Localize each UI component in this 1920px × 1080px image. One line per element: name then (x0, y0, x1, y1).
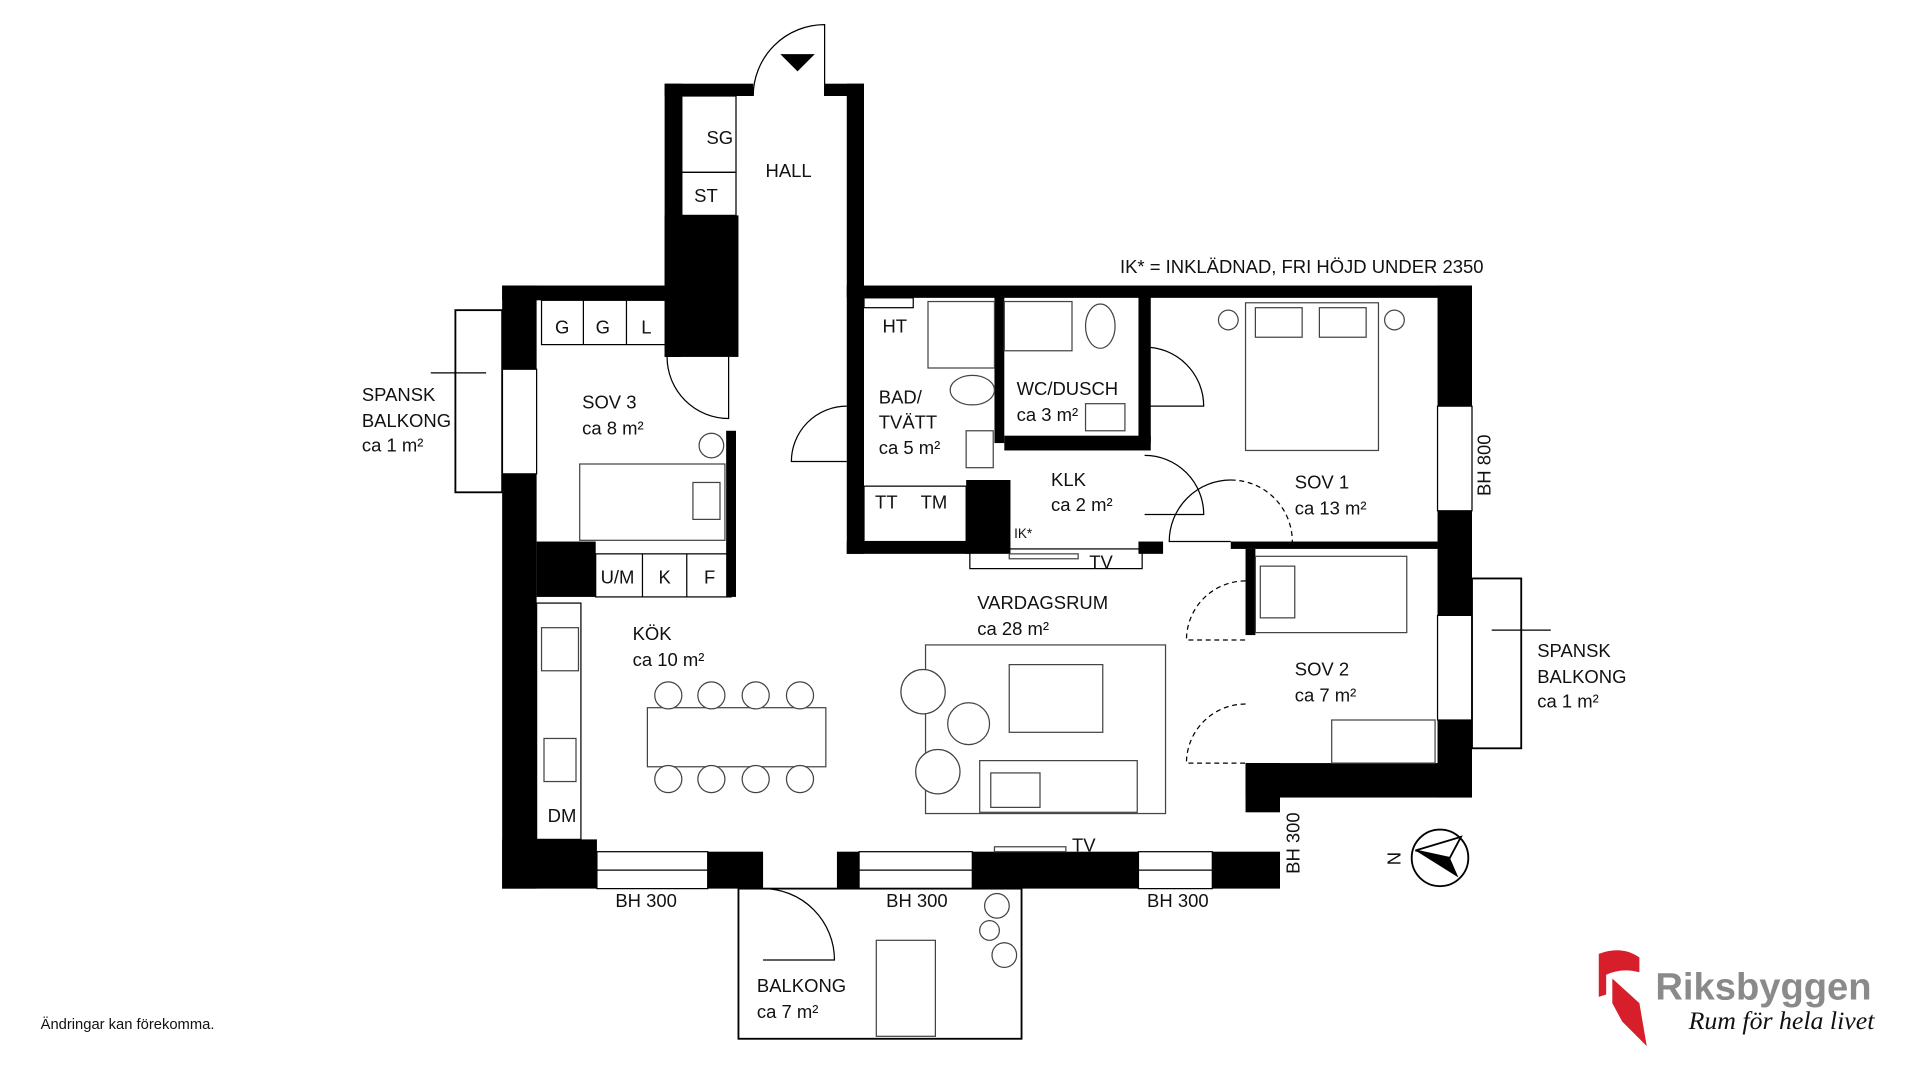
entrance-arrow-icon (780, 54, 815, 72)
area-sov2: ca 7 m² (1295, 685, 1357, 706)
label-sg: SG (706, 127, 733, 148)
label-klk: KLK (1051, 469, 1087, 490)
footer-disclaimer: Ändringar kan förekomma. (41, 1016, 215, 1033)
area-wc: ca 3 m² (1017, 404, 1079, 425)
label-tv2: TV (1072, 835, 1096, 856)
label-bh300-c: BH 300 (1147, 890, 1209, 911)
label-vardagsrum: VARDAGSRUM (977, 592, 1108, 613)
label-bh300-a: BH 300 (615, 890, 677, 911)
area-bad: ca 5 m² (879, 437, 941, 458)
label-st: ST (694, 185, 718, 206)
label-k: K (658, 566, 671, 587)
label-ht: HT (882, 315, 907, 336)
label-tm: TM (921, 491, 948, 512)
label-ik: IK* (1014, 526, 1033, 541)
area-kok: ca 10 m² (633, 649, 705, 670)
ik-note: IK* = INKLÄDNAD, FRI HÖJD UNDER 2350 (1120, 256, 1484, 277)
doors (666, 23, 1293, 961)
label-bh800: BH 800 (1473, 434, 1494, 496)
label-spansk-right-2: BALKONG (1537, 666, 1626, 687)
label-kok: KÖK (633, 623, 673, 644)
label-spansk-left-1: SPANSK (362, 384, 436, 405)
label-tt: TT (875, 491, 898, 512)
label-sov2: SOV 2 (1295, 659, 1349, 680)
dining-chairs (654, 681, 815, 794)
label-bad-1: BAD/ (879, 387, 923, 408)
label-bh300-b: BH 300 (886, 890, 948, 911)
walls (502, 83, 1472, 889)
balconies (430, 309, 1551, 1040)
logo-tagline: Rum för hela livet (1688, 1006, 1876, 1035)
area-vardagsrum: ca 28 m² (977, 618, 1049, 639)
area-balkong: ca 7 m² (757, 1001, 819, 1022)
label-sov3: SOV 3 (582, 392, 636, 413)
label-wc: WC/DUSCH (1017, 378, 1118, 399)
label-f: F (704, 566, 715, 587)
area-sov3: ca 8 m² (582, 417, 644, 438)
label-sov1: SOV 1 (1295, 472, 1349, 493)
label-tv1: TV (1089, 552, 1113, 573)
riksbyggen-logo: Riksbyggen Rum för hela livet (1598, 950, 1876, 1047)
room-labels: SG ST HALL IK* = INKLÄDNAD, FRI HÖJD UND… (41, 127, 1627, 1033)
label-north: N (1384, 852, 1405, 865)
label-um: U/M (601, 566, 635, 587)
label-hall: HALL (766, 160, 812, 181)
closets (536, 95, 1143, 840)
label-g1: G (555, 317, 569, 338)
label-bad-2: TVÄTT (879, 411, 937, 432)
label-g2: G (596, 317, 610, 338)
label-spansk-right-1: SPANSK (1537, 640, 1611, 661)
label-dm: DM (548, 805, 577, 826)
label-balkong: BALKONG (757, 975, 846, 996)
label-spansk-left-2: BALKONG (362, 410, 451, 431)
logo-name: Riksbyggen (1655, 965, 1871, 1008)
area-klk: ca 2 m² (1051, 494, 1113, 515)
area-sov1: ca 13 m² (1295, 497, 1367, 518)
label-l: L (641, 317, 651, 338)
north-arrow-icon (1410, 828, 1470, 888)
area-spansk-left: ca 1 m² (362, 435, 424, 456)
furniture (540, 300, 1436, 1037)
area-spansk-right: ca 1 m² (1537, 691, 1599, 712)
label-bh300-side: BH 300 (1283, 812, 1304, 874)
